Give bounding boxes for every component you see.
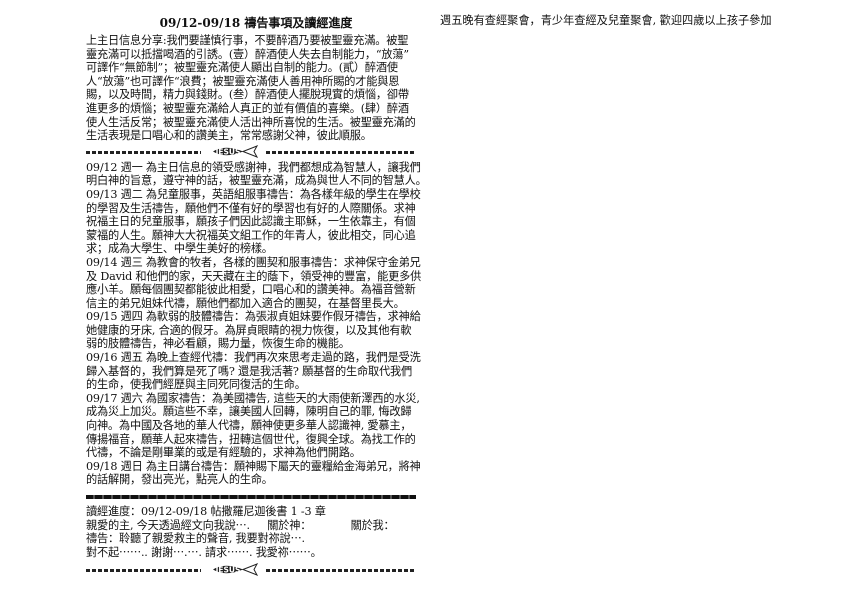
prayer-line: 09/18 週日 為主日講台禱告：願神賜下屬天的靈糧給金海弟兄，將神 xyxy=(86,459,421,473)
divider-dash xyxy=(86,569,201,573)
reading-prompt: 親愛的主, 今天透過經文向我說⋯. xyxy=(86,518,250,532)
reading-section: 讀經進度：09/12-09/18 帖撒羅尼迦後書 1 -3 章 親愛的主, 今天… xyxy=(86,505,416,559)
prayer-line: 09/17 週六 為國家禱告：為美國禱告, 這些天的大雨使新澤西的水災, xyxy=(86,391,420,405)
prayer-line: 明白神的旨意，遵守神的話，被聖靈充滿，成為與世人不同的智慧人。 xyxy=(86,174,427,188)
prayer-line: 代禱，不論是剛畢業的或是有經驗的，求神為他們開路。 xyxy=(86,446,361,460)
prayer-line: 蒙福的人生。願神大大祝福英文組工作的年青人，彼此相交，同心追 xyxy=(86,228,416,242)
prayer-line: 求；成為大學生、中學生美好的榜樣。 xyxy=(86,242,273,256)
svg-text:JESUS: JESUS xyxy=(215,566,241,575)
about-me-label: 關於我： xyxy=(350,518,395,532)
prayer-items: 09/12 週一 為主日信息的領受感謝神，我們都想成為智慧人，讓我們明白神的旨意… xyxy=(86,160,427,487)
sermon-summary-line: 生活表現是口唱心和的讚美主，常常感謝父神，彼此順服。 xyxy=(86,129,372,143)
prayer-line: 09/12 週一 為主日信息的領受感謝神，我們都想成為智慧人，讓我們 xyxy=(86,160,421,174)
sermon-summary-line: 上主日信息分享:我們要謹慎行事，不要醉酒乃要被聖靈充滿。被聖 xyxy=(86,34,409,47)
sermon-summary-line: 靈充滿可以抵擋喝酒的引誘。(壹）醉酒使人失去自制能力，“放蕩” xyxy=(86,47,409,61)
prayer-line: 信主的弟兄姐妹代禱，願他們都加入適合的團契，在基督里長大。 xyxy=(86,296,405,310)
prayer-line: 歸入基督的，我們算是死了嗎? 還是我活著? 願基督的生命取代我們 xyxy=(86,364,412,378)
sermon-summary-line: 使人生活反常；被聖靈充滿使人活出神所喜悅的生活。被聖靈充滿的 xyxy=(86,115,416,129)
prayer-line: 09/13 週二 為兒童服事，英語組服事禱告：為各樣年級的學生在學校 xyxy=(86,187,421,201)
reading-prayer: 禱告：聆聽了親愛救主的聲音, 我要對祢說⋯. xyxy=(86,532,305,546)
prayer-line: 向神。為中國及各地的華人代禱，願神使更多華人認識神, 愛慕主， xyxy=(86,419,412,433)
reading-schedule: 讀經進度：09/12-09/18 帖撒羅尼迦後書 1 -3 章 xyxy=(86,505,326,518)
sermon-summary-line: 賜，以及時間，精力與錢財。(叁）醉酒使人擺脫現實的煩惱，卻帶 xyxy=(86,88,409,102)
divider-dash xyxy=(86,150,201,154)
announcement: 週五晚有查經聚會，青少年查經及兒童聚會, 歡迎四歲以上孩子參加 xyxy=(440,14,772,27)
prayer-line: 09/16 週五 為晚上查經代禱：我們再次來思考走過的路，我們是受洗 xyxy=(86,351,421,365)
sermon-summary: 上主日信息分享:我們要謹慎行事，不要醉酒乃要被聖靈充滿。被聖靈充滿可以抵擋喝酒的… xyxy=(86,34,416,143)
prayer-line: 應小羊。願每個團契都能彼此相愛，口唱心和的讚美神。為福音營新 xyxy=(86,283,416,297)
sermon-summary-line: 進更多的煩惱；被聖靈充滿給人真正的並有價值的喜樂。(肆）醉酒 xyxy=(86,101,409,115)
jesus-fish-icon: JESUS xyxy=(213,144,259,158)
reading-prompt-line: 親愛的主, 今天透過經文向我說⋯. 關於神： 關於我： xyxy=(86,519,416,533)
prayer-line: 的生命，使我們經歷與主同死同復活的生命。 xyxy=(86,378,306,392)
prayer-line: 祝福主日的兒童服事，願孩子們因此認識主耶穌，一生依靠主，有個 xyxy=(86,215,416,229)
page-title: 09/12-09/18 禱告事項及讀經進度 xyxy=(159,16,353,30)
sermon-summary-line: 可譯作“無節制”；被聖靈充滿使人顯出自制的能力。(貳）醉酒使 xyxy=(86,61,398,75)
section-rule xyxy=(86,495,416,499)
divider-dash xyxy=(266,569,416,573)
prayer-line: 傳揚福音，願華人起來禱告，扭轉這個世代，復興全球。為找工作的 xyxy=(86,432,416,446)
prayer-line: 及 David 和他們的家，天天藏在主的蔭下，領受神的豐富，能更多供 xyxy=(86,269,422,283)
jesus-fish-divider: JESUS xyxy=(86,144,416,159)
divider-dash xyxy=(266,150,416,154)
sermon-summary-line: 人“放蕩”也可譯作“浪費；被聖靈充滿使人善用神所賜的才能與恩 xyxy=(86,74,400,88)
reading-responses: 對不起⋯⋯.. 謝謝⋯.⋯. 請求⋯⋯. 我愛祢⋯⋯。 xyxy=(86,545,322,559)
about-god-label: 關於神： xyxy=(267,518,312,532)
prayer-line: 成為災上加災。願這些不幸，讓美國人回轉，陳明自己的罪, 悔改歸 xyxy=(86,405,412,419)
prayer-line: 她健康的牙床, 合適的假牙。為屏貞眼睛的視力恢復，以及其他有軟 xyxy=(86,323,412,337)
prayer-line: 弱的肢體禱告，神必看顧，賜力量，恢復生命的機能。 xyxy=(86,337,350,351)
prayer-line: 的學習及生活禱告，願他們不僅有好的學習也有好的人際關係。求神 xyxy=(86,201,416,215)
prayer-line: 的話解開，發出亮光，點亮人的生命。 xyxy=(86,473,273,487)
prayer-line: 09/15 週四 為軟弱的肢體禱告：為張淑貞姐妹要作假牙禱告，求神給 xyxy=(86,310,421,324)
jesus-fish-divider-bottom: JESUS xyxy=(86,563,416,577)
jesus-fish-icon: JESUS xyxy=(213,563,259,577)
svg-text:JESUS: JESUS xyxy=(215,147,241,156)
prayer-bulletin: 09/12-09/18 禱告事項及讀經進度 上主日信息分享:我們要謹慎行事，不要… xyxy=(86,14,427,579)
prayer-line: 09/14 週三 為教會的牧者，各樣的團契和服事禱告：求神保守金弟兄 xyxy=(86,255,421,269)
